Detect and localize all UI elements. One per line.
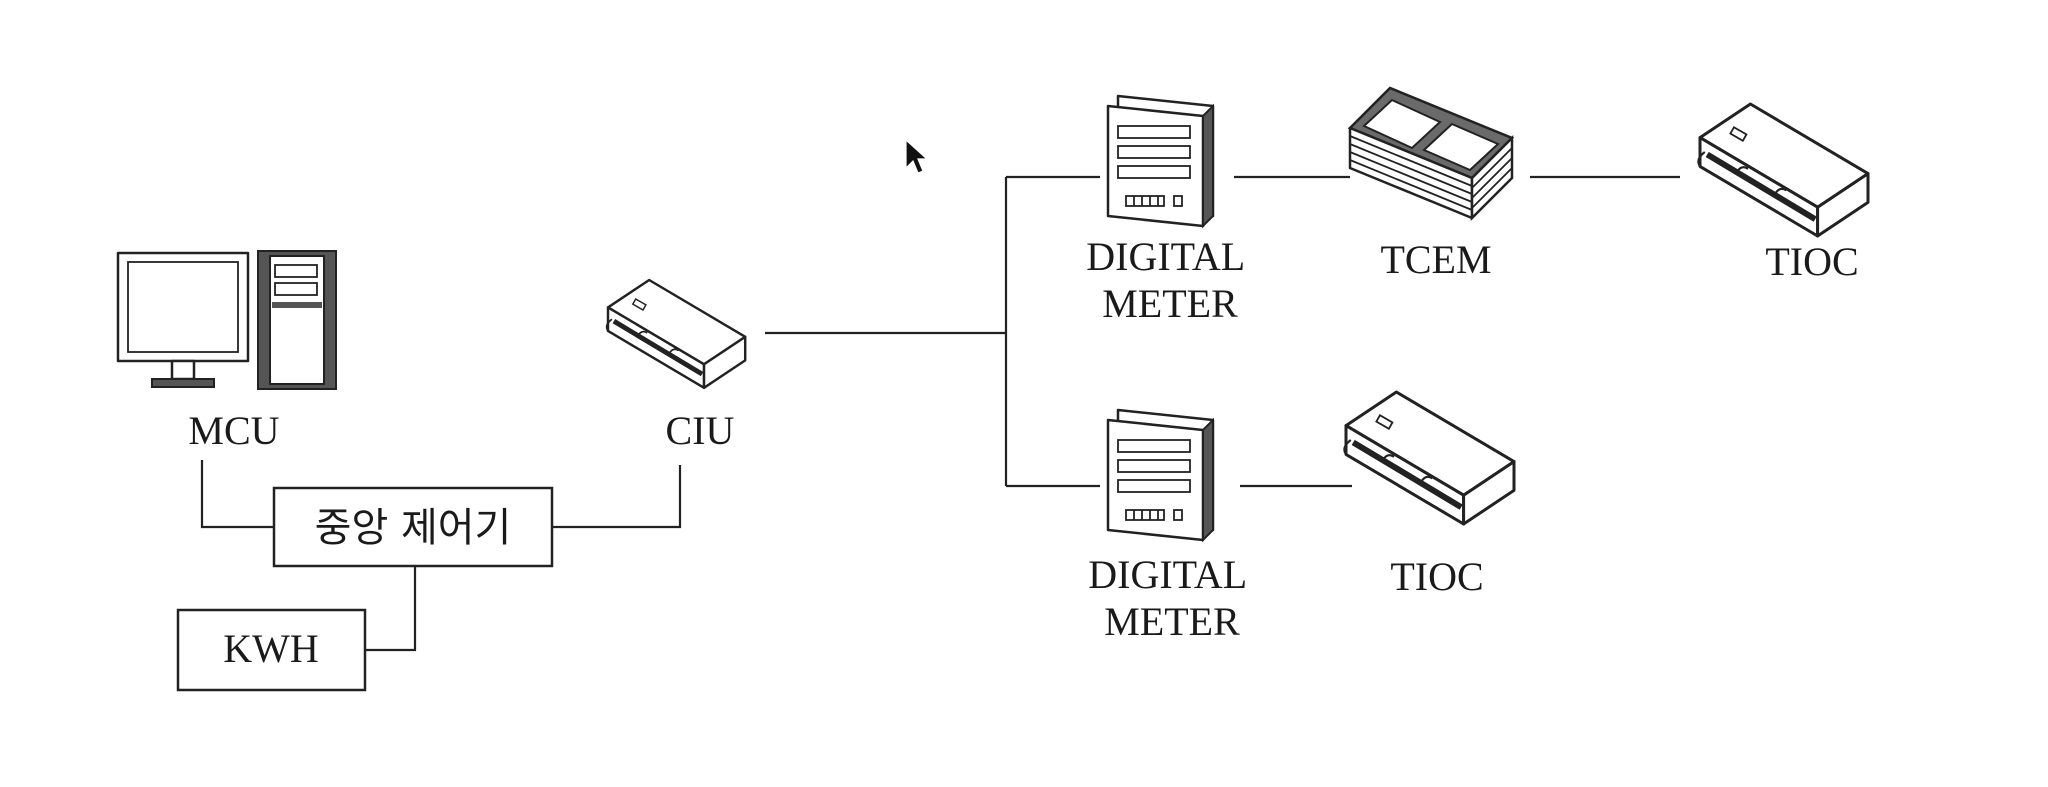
digital-meter-bottom-icon [1106,408,1215,542]
mcu-label: MCU [188,408,279,453]
kwh-label: KWH [223,626,319,671]
tcem-module-icon [1347,86,1515,222]
tioc-bottom-label: TIOC [1390,554,1483,599]
tcem-label: TCEM [1380,237,1491,282]
central-controller-box [272,486,554,568]
mcu-computer-icon [116,250,337,390]
digital-meter-top-label: DIGITAL METER [1086,234,1253,326]
tioc-top-label: TIOC [1765,239,1858,284]
ciu-interface-icon [607,280,746,388]
ciu-label: CIU [666,408,735,453]
digital-meter-bottom-line2: METER [1104,599,1240,644]
central-controller-label: 중앙 제어기 [315,505,512,551]
digital-meter-bottom-label: DIGITAL METER [1088,552,1255,644]
digital-meter-top-line2: METER [1102,281,1238,326]
mouse-cursor-icon [905,138,929,174]
digital-meter-top-icon [1106,94,1215,228]
kwh-box [176,608,367,692]
digital-meter-bottom-line1: DIGITAL [1088,552,1246,597]
tioc-bottom-icon [1344,392,1514,524]
connection-lines [200,175,1680,652]
tioc-top-icon [1698,104,1868,236]
digital-meter-top-line1: DIGITAL [1086,234,1244,279]
